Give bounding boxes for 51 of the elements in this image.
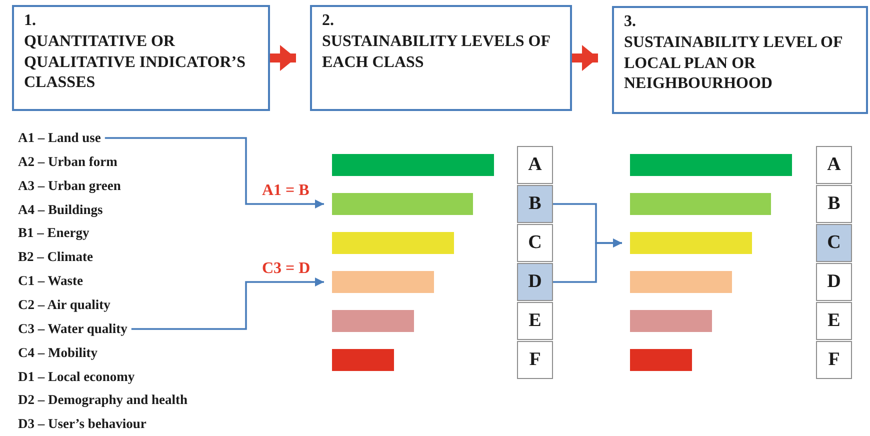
grade-box: A <box>517 146 553 184</box>
indicator-label: B2 – Climate <box>18 249 93 265</box>
indicator-label: A1 – Land use <box>18 130 101 146</box>
level-bar <box>630 193 771 215</box>
step-number: 2. <box>322 11 335 31</box>
level-bar <box>332 154 494 176</box>
grade-box: F <box>517 341 553 379</box>
step-title: SUSTAINABILITY LEVELS OF EACH CLASS <box>322 32 551 73</box>
grade-box: B <box>517 185 553 223</box>
step-title: QUANTITATIVE OR QUALITATIVE INDICATOR’S CLASSES <box>24 32 247 94</box>
step-box <box>310 5 572 111</box>
level-bar <box>332 271 434 293</box>
indicator-label: D3 – User’s behaviour <box>18 416 146 432</box>
indicator-label: C3 – Water quality <box>18 321 128 337</box>
level-bar <box>630 232 752 254</box>
grade-box: C <box>816 224 852 262</box>
grade-box: A <box>816 146 852 184</box>
step-box <box>12 5 270 111</box>
step-box <box>612 6 868 114</box>
grade-box: E <box>816 302 852 340</box>
step-number: 1. <box>24 11 37 31</box>
arrow <box>131 278 324 330</box>
step-number: 3. <box>624 12 637 32</box>
grade-box: F <box>816 341 852 379</box>
indicator-label: C4 – Mobility <box>18 345 98 361</box>
indicator-label: A2 – Urban form <box>18 154 118 170</box>
level-bar <box>630 310 712 332</box>
level-bar <box>332 310 414 332</box>
arrow <box>104 137 324 208</box>
indicator-label: A4 – Buildings <box>18 202 103 218</box>
level-bar <box>332 349 394 371</box>
grade-box: C <box>517 224 553 262</box>
indicator-label: D2 – Demography and health <box>18 392 188 408</box>
grade-box: E <box>517 302 553 340</box>
level-bar <box>332 193 473 215</box>
grade-box: D <box>517 263 553 301</box>
level-bar <box>332 232 454 254</box>
arrow <box>270 45 296 71</box>
arrow <box>572 45 598 71</box>
level-bar <box>630 349 692 371</box>
indicator-label: B1 – Energy <box>18 225 90 241</box>
grade-box: B <box>816 185 852 223</box>
grade-box: D <box>816 263 852 301</box>
arrow <box>553 238 622 283</box>
indicator-label: C1 – Waste <box>18 273 84 289</box>
level-bar <box>630 271 732 293</box>
indicator-label: D1 – Local economy <box>18 369 135 385</box>
level-bar <box>630 154 792 176</box>
step-title: SUSTAINABILITY LEVEL OF LOCAL PLAN OR NEIGHBOURHOOD <box>624 32 844 94</box>
indicator-label: A3 – Urban green <box>18 178 121 194</box>
indicator-label: C2 – Air quality <box>18 297 110 313</box>
